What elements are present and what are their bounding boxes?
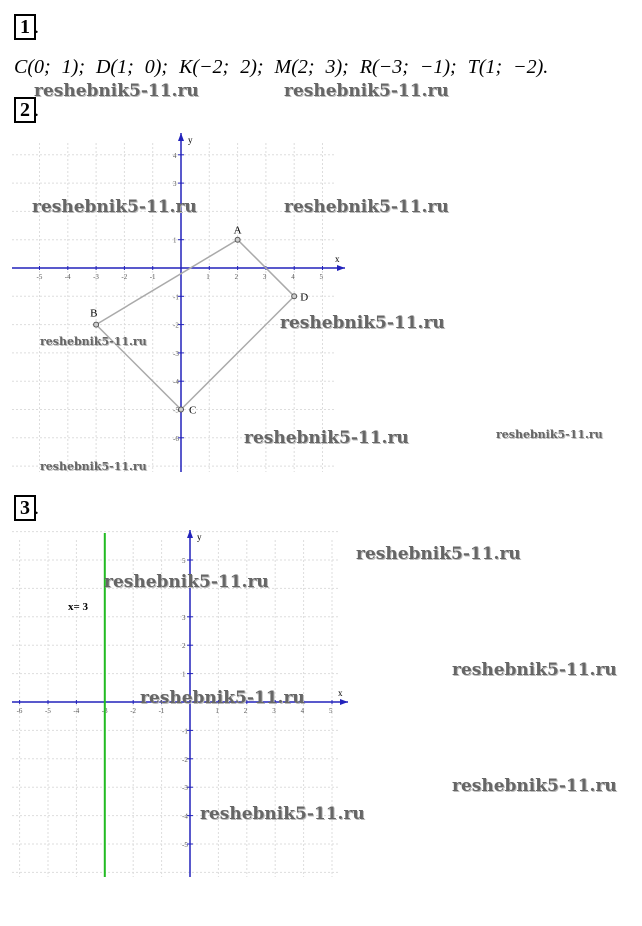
point-b [93, 321, 100, 328]
x-tick-label: -5 [45, 707, 51, 715]
y-tick-label: 2 [182, 642, 186, 650]
x-tick-label: -2 [121, 273, 127, 281]
point-label-c: C [189, 405, 196, 417]
line-label: x= 3 [68, 601, 89, 613]
x-tick-label: 4 [301, 707, 305, 715]
watermark: reshebnik5-11.ru [280, 313, 445, 333]
y-tick-label: 3 [173, 180, 177, 188]
watermark: reshebnik5-11.ru [356, 544, 521, 564]
x-tick-label: 1 [215, 707, 219, 715]
x-tick-label: 2 [235, 273, 239, 281]
watermark: reshebnik5-11.ru [284, 81, 449, 101]
point-d [291, 293, 298, 300]
x-tick-label: -6 [17, 707, 23, 715]
x-tick-label: -4 [73, 707, 79, 715]
y-tick-label: -5 [173, 407, 179, 415]
point-label-b: B [90, 308, 97, 320]
watermark: reshebnik5-11.ru [244, 428, 409, 448]
y-axis-label: y [188, 135, 193, 145]
watermark: reshebnik5-11.ru [34, 81, 199, 101]
x-tick-label: 5 [320, 273, 324, 281]
x-tick-label: -3 [93, 273, 99, 281]
x-tick-label: -5 [37, 273, 43, 281]
task-2-number: 2 [14, 97, 36, 123]
x-axis-arrow [337, 265, 345, 271]
y-axis-arrow [187, 530, 193, 538]
watermark: reshebnik5-11.ru [496, 428, 603, 441]
y-tick-label: 1 [182, 671, 186, 679]
watermark: reshebnik5-11.ru [40, 460, 147, 473]
x-axis-arrow [340, 699, 348, 705]
y-tick-label: -1 [173, 293, 179, 301]
x-tick-label: 4 [291, 273, 295, 281]
task-3-dot: . [34, 497, 39, 519]
x-tick-label: 2 [244, 707, 248, 715]
x-tick-label: 5 [329, 707, 333, 715]
x-tick-label: 1 [206, 273, 210, 281]
y-axis-arrow [178, 133, 184, 141]
y-tick-label: -4 [182, 813, 188, 821]
task-1-answer: C(0; 1); D(1; 0); K(−2; 2); M(2; 3); R(−… [14, 56, 549, 78]
x-tick-label: -4 [65, 273, 71, 281]
task-2-dot: . [34, 99, 39, 121]
y-tick-label: 1 [173, 237, 177, 245]
y-tick-label: -2 [173, 322, 179, 330]
y-tick-label: -2 [182, 756, 188, 764]
y-tick-label: -1 [182, 727, 188, 735]
watermark: reshebnik5-11.ru [200, 804, 365, 824]
point-a [234, 236, 241, 243]
y-tick-label: 4 [173, 152, 177, 160]
watermark: reshebnik5-11.ru [32, 197, 197, 217]
x-axis-label: x [335, 254, 340, 264]
y-tick-label: -4 [173, 378, 179, 386]
x-axis-label: x [338, 688, 343, 698]
watermark: reshebnik5-11.ru [104, 572, 269, 592]
watermark: reshebnik5-11.ru [452, 776, 617, 796]
y-tick-label: -6 [173, 435, 179, 443]
task-1-number: 1 [14, 14, 36, 40]
task-3-number: 3 [14, 495, 36, 521]
point-label-a: A [234, 225, 242, 237]
x-tick-label: -2 [130, 707, 136, 715]
x-tick-label: -1 [159, 707, 165, 715]
watermark: reshebnik5-11.ru [140, 688, 305, 708]
x-tick-label: 3 [263, 273, 267, 281]
y-tick-label: -3 [173, 350, 179, 358]
x-tick-label: 3 [272, 707, 276, 715]
y-tick-label: -5 [182, 841, 188, 849]
watermark: reshebnik5-11.ru [40, 335, 147, 348]
y-tick-label: 5 [182, 557, 186, 565]
y-tick-label: 3 [182, 614, 186, 622]
watermark: reshebnik5-11.ru [452, 660, 617, 680]
y-axis-label: y [197, 532, 202, 542]
watermark: reshebnik5-11.ru [284, 197, 449, 217]
x-tick-label: -1 [150, 273, 156, 281]
y-tick-label: -3 [182, 784, 188, 792]
point-c [178, 406, 184, 413]
task-1-dot: . [34, 16, 39, 38]
point-label-d: D [300, 291, 308, 303]
